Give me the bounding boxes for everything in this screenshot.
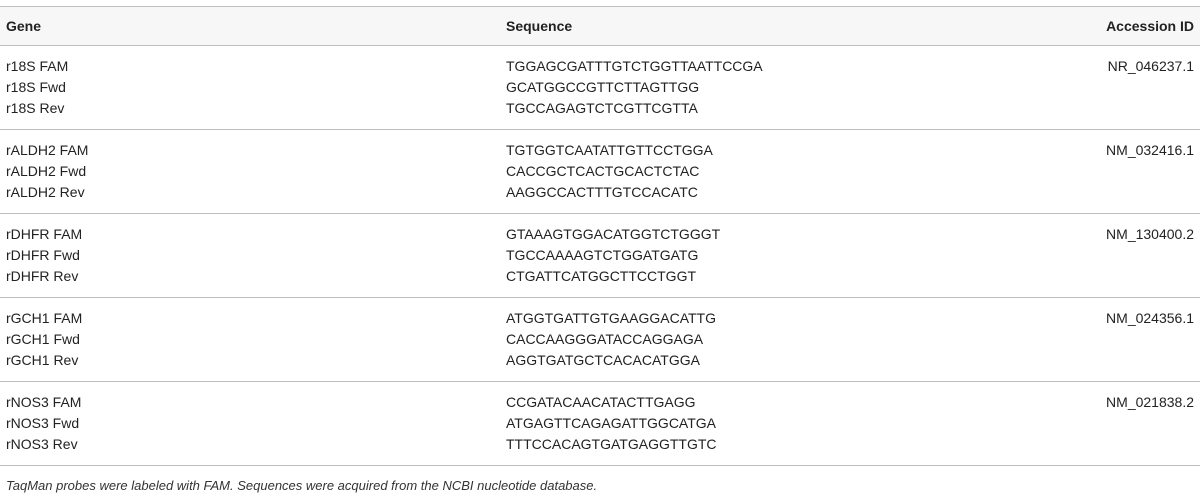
gene-label: rNOS3 FAM (6, 394, 82, 410)
gene-label: r18S FAM (6, 58, 69, 74)
sequence-text: TGGAGCGATTTGTCTGGTTAATTCCGA (506, 58, 763, 74)
gene-label: rDHFR Rev (6, 268, 79, 284)
accession-cell: NM_032416.1 (1060, 129, 1200, 214)
gene-cell: rDHFR FAM rDHFR Fwd rDHFR Rev (0, 213, 500, 298)
accession-cell: NM_130400.2 (1060, 213, 1200, 298)
table-footnote: TaqMan probes were labeled with FAM. Seq… (6, 478, 598, 493)
header-accession: Accession ID (1060, 6, 1200, 46)
table-row: rALDH2 FAM rALDH2 Fwd rALDH2 Rev TGTGGTCAAT… (0, 129, 1200, 214)
sequence-text: CTGATTCATGGCTTCCTGGT (506, 268, 697, 284)
gene-label: rALDH2 FAM (6, 142, 89, 158)
gene-label: rGCH1 Fwd (6, 331, 80, 347)
header-sequence: Sequence (500, 6, 1060, 46)
sequence-text: TGCCAAAAGTCTGGATGATG (506, 247, 699, 263)
sequence-text: ATGAGTTCAGAGATTGGCATGA (506, 415, 717, 431)
table-row: r18S FAM r18S Fwd r18S Rev TGGAGCGATTTGTCTG… (0, 45, 1200, 130)
accession-cell: NM_024356.1 (1060, 297, 1200, 382)
gene-label: rALDH2 Rev (6, 184, 85, 200)
gene-cell: rGCH1 FAM rGCH1 Fwd rGCH1 Rev (0, 297, 500, 382)
sequence-text: CACCGCTCACTGCACTCTAC (506, 163, 700, 179)
gene-label: rGCH1 Rev (6, 352, 79, 368)
sequence-text: TGTGGTCAATATTGTTCCTGGA (506, 142, 713, 158)
gene-label: r18S Fwd (6, 79, 66, 95)
sequence-text: GTAAAGTGGACATGGTCTGGGT (506, 226, 721, 242)
gene-cell: rNOS3 FAM rNOS3 Fwd rNOS3 Rev (0, 381, 500, 466)
sequence-text: TTTCCACAGTGATGAGGTTGTC (506, 436, 717, 452)
table-body: r18S FAM r18S Fwd r18S Rev TGGAGCGATTTGTCTG… (0, 45, 1200, 466)
gene-label: rDHFR FAM (6, 226, 83, 242)
sequence-text: CACCAAGGGATACCAGGAGA (506, 331, 704, 347)
sequence-text: CCGATACAACATACTTGAGG (506, 394, 696, 410)
sequence-cell: CCGATACAACATACTTGAGG ATGAGTTCAGAGATTGGCAT… (500, 381, 1060, 466)
gene-label: rNOS3 Fwd (6, 415, 80, 431)
accession-cell: NR_046237.1 (1060, 45, 1200, 130)
sequence-cell: TGGAGCGATTTGTCTGGTTAATTCCGA GCATGGCCGTTCT… (500, 45, 1060, 130)
accession-cell: NM_021838.2 (1060, 381, 1200, 466)
table-header: Gene Sequence Accession ID (0, 6, 1200, 46)
table-row: rGCH1 FAM rGCH1 Fwd rGCH1 Rev ATGGTGATTGTGA… (0, 297, 1200, 382)
header-gene: Gene (0, 6, 500, 46)
sequence-text: AGGTGATGCTCACACATGGA (506, 352, 700, 368)
sequence-text: GCATGGCCGTTCTTAGTTGG (506, 79, 700, 95)
gene-label: rDHFR Fwd (6, 247, 80, 263)
gene-cell: r18S FAM r18S Fwd r18S Rev (0, 45, 500, 130)
sequence-text: ATGGTGATTGTGAAGGACATTG (506, 310, 716, 326)
gene-label: r18S Rev (6, 100, 65, 116)
table-row: rNOS3 FAM rNOS3 Fwd rNOS3 Rev CCGATACAACATA… (0, 381, 1200, 466)
sequence-cell: TGTGGTCAATATTGTTCCTGGA CACCGCTCACTGCACTCT… (500, 129, 1060, 214)
gene-label: rALDH2 Fwd (6, 163, 87, 179)
header-row: Gene Sequence Accession ID (0, 6, 1200, 46)
sequence-text: TGCCAGAGTCTCGTTCGTTA (506, 100, 698, 116)
gene-label: rNOS3 Rev (6, 436, 78, 452)
gene-label: rGCH1 FAM (6, 310, 83, 326)
table-row: rDHFR FAM rDHFR Fwd rDHFR Rev GTAAAGTGGACAT… (0, 213, 1200, 298)
sequence-text: AAGGCCACTTTGTCCACATC (506, 184, 698, 200)
gene-cell: rALDH2 FAM rALDH2 Fwd rALDH2 Rev (0, 129, 500, 214)
sequence-cell: GTAAAGTGGACATGGTCTGGGT TGCCAAAAGTCTGGATGA… (500, 213, 1060, 298)
sequence-cell: ATGGTGATTGTGAAGGACATTG CACCAAGGGATACCAGGA… (500, 297, 1060, 382)
